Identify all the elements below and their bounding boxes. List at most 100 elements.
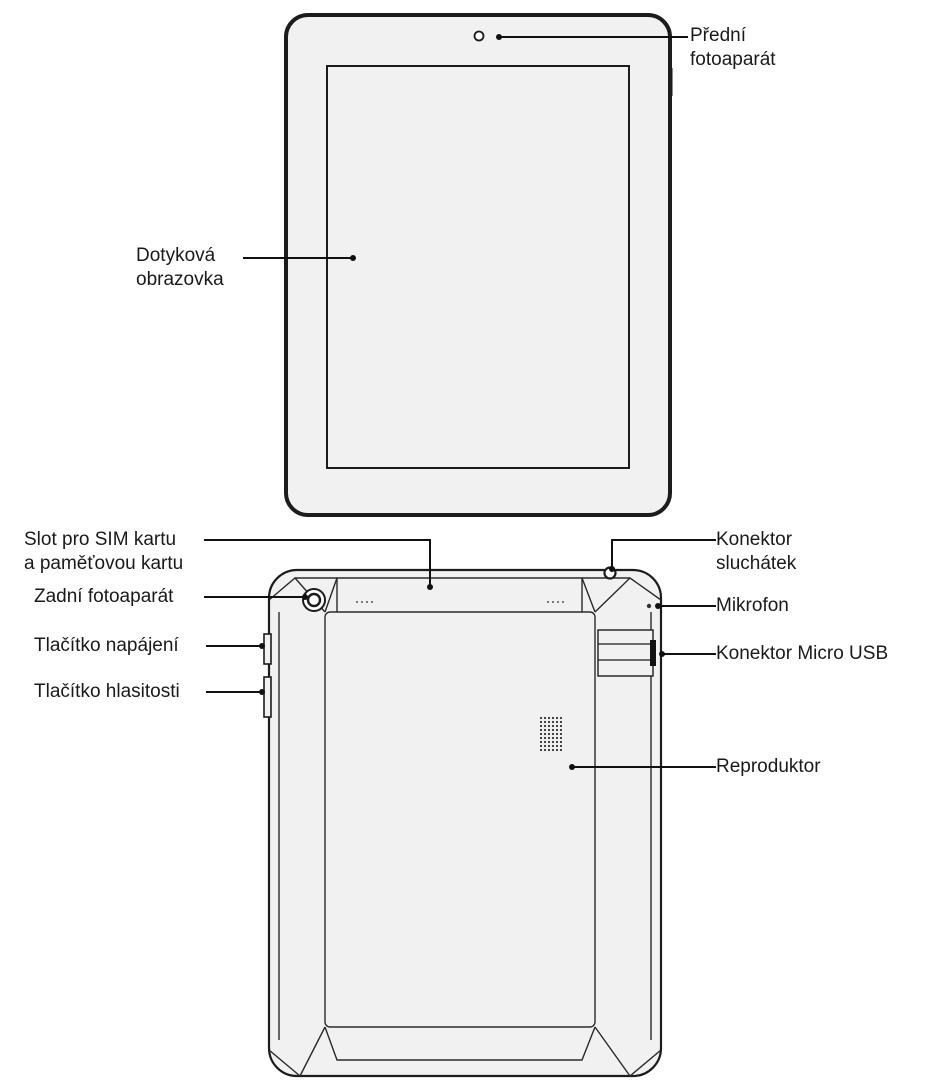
speaker-grill-dot (543, 732, 547, 736)
speaker-grill-dot (551, 740, 555, 744)
speaker-grill-dot (543, 740, 547, 744)
speaker-grill-dot (547, 724, 551, 728)
speaker-grill-dot (547, 720, 551, 724)
label-sim-slot-line2: a paměťovou kartu (24, 553, 184, 574)
label-volume-button-text: Tlačítko hlasitosti (34, 681, 180, 702)
speaker-grill-dot (543, 748, 547, 752)
label-microphone-text: Mikrofon (716, 595, 789, 616)
speaker-grill-dot (555, 716, 559, 720)
corner-bevel-bottom-left (268, 1026, 326, 1077)
speaker-grill-dot (539, 748, 543, 752)
speaker-grill-dot (551, 720, 555, 724)
top-strip (324, 577, 596, 613)
front-camera-lens (473, 30, 485, 42)
speaker-grill-dot (539, 740, 543, 744)
speaker-grill-dot (555, 728, 559, 732)
label-microphone: Mikrofon (716, 594, 789, 618)
top-grill-left (356, 601, 373, 603)
label-rear-camera-text: Zadní fotoaparát (34, 586, 174, 607)
speaker-grill-dot (551, 724, 555, 728)
speaker-grill-dot (547, 728, 551, 732)
label-front-camera: Přední fotoaparát (690, 24, 776, 72)
speaker-grill-dot (555, 720, 559, 724)
speaker-grill-dot (555, 744, 559, 748)
speaker-grill-dot (543, 724, 547, 728)
speaker-grill-dot (551, 732, 555, 736)
label-touchscreen-line2: obrazovka (136, 269, 224, 290)
label-sim-slot: Slot pro SIM kartu a paměťovou kartu (24, 528, 183, 576)
label-power-button-text: Tlačítko napájení (34, 635, 179, 656)
label-micro-usb-text: Konektor Micro USB (716, 643, 889, 664)
tablet-front (284, 13, 673, 517)
speaker-grill-dot (543, 736, 547, 740)
micro-usb-port (597, 629, 656, 677)
label-speaker-text: Reproduktor (716, 756, 821, 777)
speaker-grill-dot (547, 748, 551, 752)
speaker-grill-dot (547, 736, 551, 740)
speaker-grill-dot (559, 736, 563, 740)
leader-headphone (611, 539, 716, 569)
speaker-grill-dot (551, 744, 555, 748)
back-body (267, 568, 663, 1078)
speaker-grill-dot (547, 732, 551, 736)
speaker-grill-dot (551, 716, 555, 720)
speaker-grill-dot (555, 736, 559, 740)
label-headphone-line1: Konektor (716, 529, 793, 550)
label-headphone-line2: sluchátek (716, 553, 797, 574)
corner-bevel-bottom-right (594, 1026, 662, 1077)
label-rear-camera: Zadní fotoaparát (34, 585, 173, 609)
label-speaker: Reproduktor (716, 755, 821, 779)
speaker-grill-dot (539, 720, 543, 724)
speaker-grill-dot (547, 740, 551, 744)
speaker-grill-dot (559, 732, 563, 736)
speaker-grill-dot (551, 748, 555, 752)
label-headphone-jack: Konektor sluchátek (716, 528, 796, 576)
speaker-grill-dot (551, 728, 555, 732)
tablet-back (263, 566, 663, 1078)
label-micro-usb: Konektor Micro USB (716, 642, 888, 666)
speaker-grill-dot (555, 740, 559, 744)
speaker-grill-dot (539, 732, 543, 736)
bottom-strip (324, 1026, 596, 1061)
label-sim-slot-line1: Slot pro SIM kartu (24, 529, 177, 550)
label-volume-button: Tlačítko hlasitosti (34, 680, 180, 704)
microphone-hole (646, 603, 652, 609)
leader-lines (204, 34, 716, 770)
speaker-grill-dot (559, 728, 563, 732)
back-panel (324, 611, 596, 1028)
speaker-grill-dot (539, 724, 543, 728)
top-grill-right (547, 601, 564, 603)
label-power-button: Tlačítko napájení (34, 634, 179, 658)
speaker-grill-dot (559, 748, 563, 752)
speaker-grill-dot (539, 744, 543, 748)
speaker-grill-dot (539, 728, 543, 732)
label-front-camera-line2: fotoaparát (690, 49, 776, 70)
speaker-grill-dot (559, 720, 563, 724)
label-front-camera-line1: Přední (690, 25, 746, 46)
label-touchscreen: Dotyková obrazovka (136, 244, 224, 292)
speaker-grill-dot (547, 744, 551, 748)
rear-camera-lens (306, 592, 322, 608)
speaker-grill-dot (555, 748, 559, 752)
speaker-grill-dot (543, 744, 547, 748)
speaker-grill-dot (559, 716, 563, 720)
speaker-grill (539, 716, 563, 752)
speaker-grill-dot (555, 732, 559, 736)
volume-button-shape (263, 676, 272, 718)
power-button-shape (263, 633, 272, 665)
speaker-grill-dot (539, 736, 543, 740)
speaker-grill-dot (539, 716, 543, 720)
speaker-grill-dot (559, 744, 563, 748)
speaker-grill-dot (559, 740, 563, 744)
speaker-grill-dot (551, 736, 555, 740)
speaker-grill-dot (543, 716, 547, 720)
label-touchscreen-line1: Dotyková (136, 245, 216, 266)
speaker-grill-dot (543, 720, 547, 724)
leader-sim-slot (204, 539, 431, 587)
speaker-grill-dot (543, 728, 547, 732)
speaker-grill-dot (559, 724, 563, 728)
speaker-grill-dot (555, 724, 559, 728)
touchscreen-area (326, 65, 630, 469)
speaker-grill-dot (547, 716, 551, 720)
